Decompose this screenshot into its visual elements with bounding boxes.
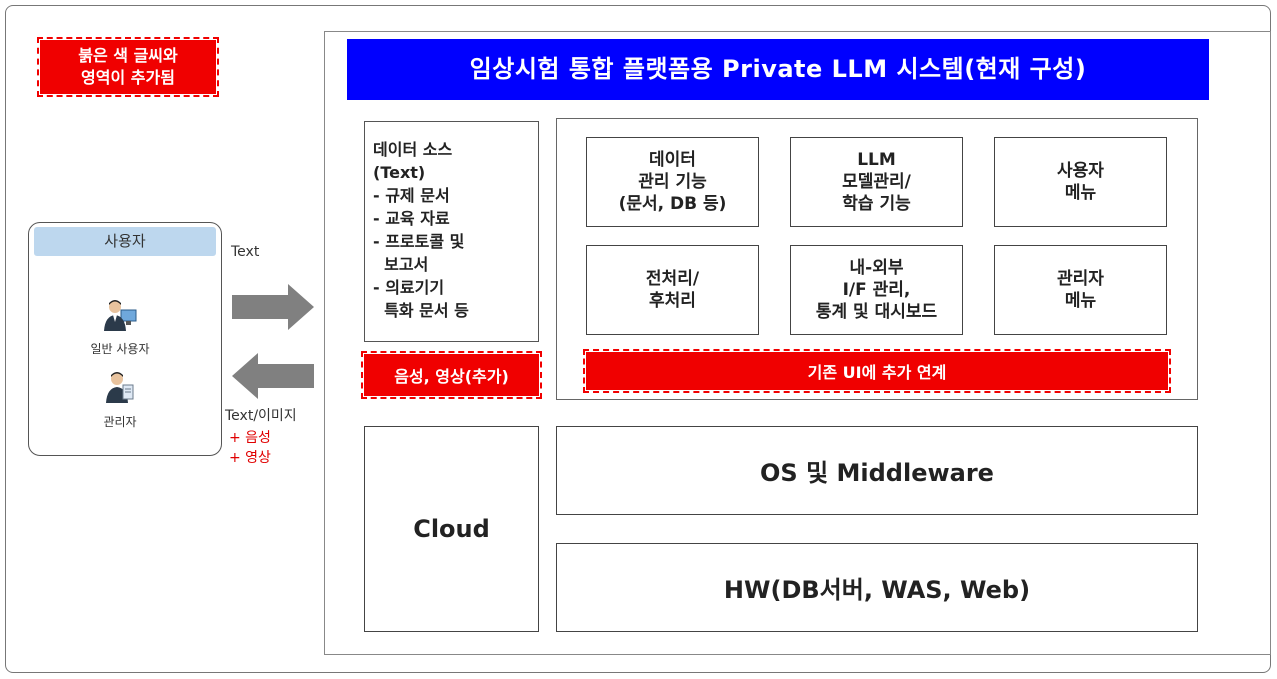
data-source-line: - 의료기기: [373, 278, 445, 297]
user-panel-header: 사용자: [34, 227, 216, 256]
data-management-box: 데이터 관리 기능 (문서, DB 등): [586, 137, 759, 227]
data-source-line: - 교육 자료: [373, 209, 450, 228]
output-add-voice: + 음성: [229, 430, 271, 446]
added-note-badge: 붉은 색 글씨와 영역이 추가됨: [37, 37, 219, 97]
user-menu-box: 사용자 메뉴: [994, 137, 1167, 227]
note-line-1: 붉은 색 글씨와: [78, 46, 178, 65]
output-add-video: + 영상: [229, 450, 271, 466]
right-arrow-icon: [232, 284, 314, 330]
data-source-line: 보고서: [373, 255, 429, 274]
output-text-label: Text/이미지: [225, 408, 297, 424]
llm-model-management-box: LLM 모델관리/ 학습 기능: [790, 137, 963, 227]
cloud-box: Cloud: [364, 426, 539, 632]
hardware-box: HW(DB서버, WAS, Web): [556, 543, 1198, 632]
admin-menu-box: 관리자 메뉴: [994, 245, 1167, 335]
data-source-line: - 규제 문서: [373, 186, 450, 205]
note-line-2: 영역이 추가됨: [81, 68, 175, 87]
data-source-line: 데이터 소스: [373, 140, 453, 159]
system-title: 임상시험 통합 플랫폼용 Private LLM 시스템(현재 구성): [347, 39, 1209, 100]
data-source-box: 데이터 소스 (Text) - 규제 문서 - 교육 자료 - 프로토콜 및 보…: [364, 121, 539, 342]
data-source-line: (Text): [373, 163, 426, 182]
data-source-line: 특화 문서 등: [373, 301, 469, 320]
function-area: [556, 118, 1198, 400]
user-panel: [28, 222, 222, 456]
os-middleware-box: OS 및 Middleware: [556, 426, 1198, 515]
left-arrow-icon: [232, 353, 314, 399]
general-user-label: 일반 사용자: [90, 342, 150, 356]
voice-video-added-bar: 음성, 영상(추가): [361, 351, 542, 399]
general-user-icon: [104, 300, 137, 331]
interface-dashboard-box: 내-외부 I/F 관리, 통계 및 대시보드: [790, 245, 963, 335]
admin-label: 관리자: [103, 415, 137, 429]
input-text-label: Text: [231, 244, 260, 260]
data-source-line: - 프로토콜 및: [373, 232, 465, 251]
pre-post-processing-box: 전처리/ 후처리: [586, 245, 759, 335]
admin-icon: [106, 372, 134, 403]
ui-added-bar: 기존 UI에 추가 연계: [583, 349, 1171, 393]
